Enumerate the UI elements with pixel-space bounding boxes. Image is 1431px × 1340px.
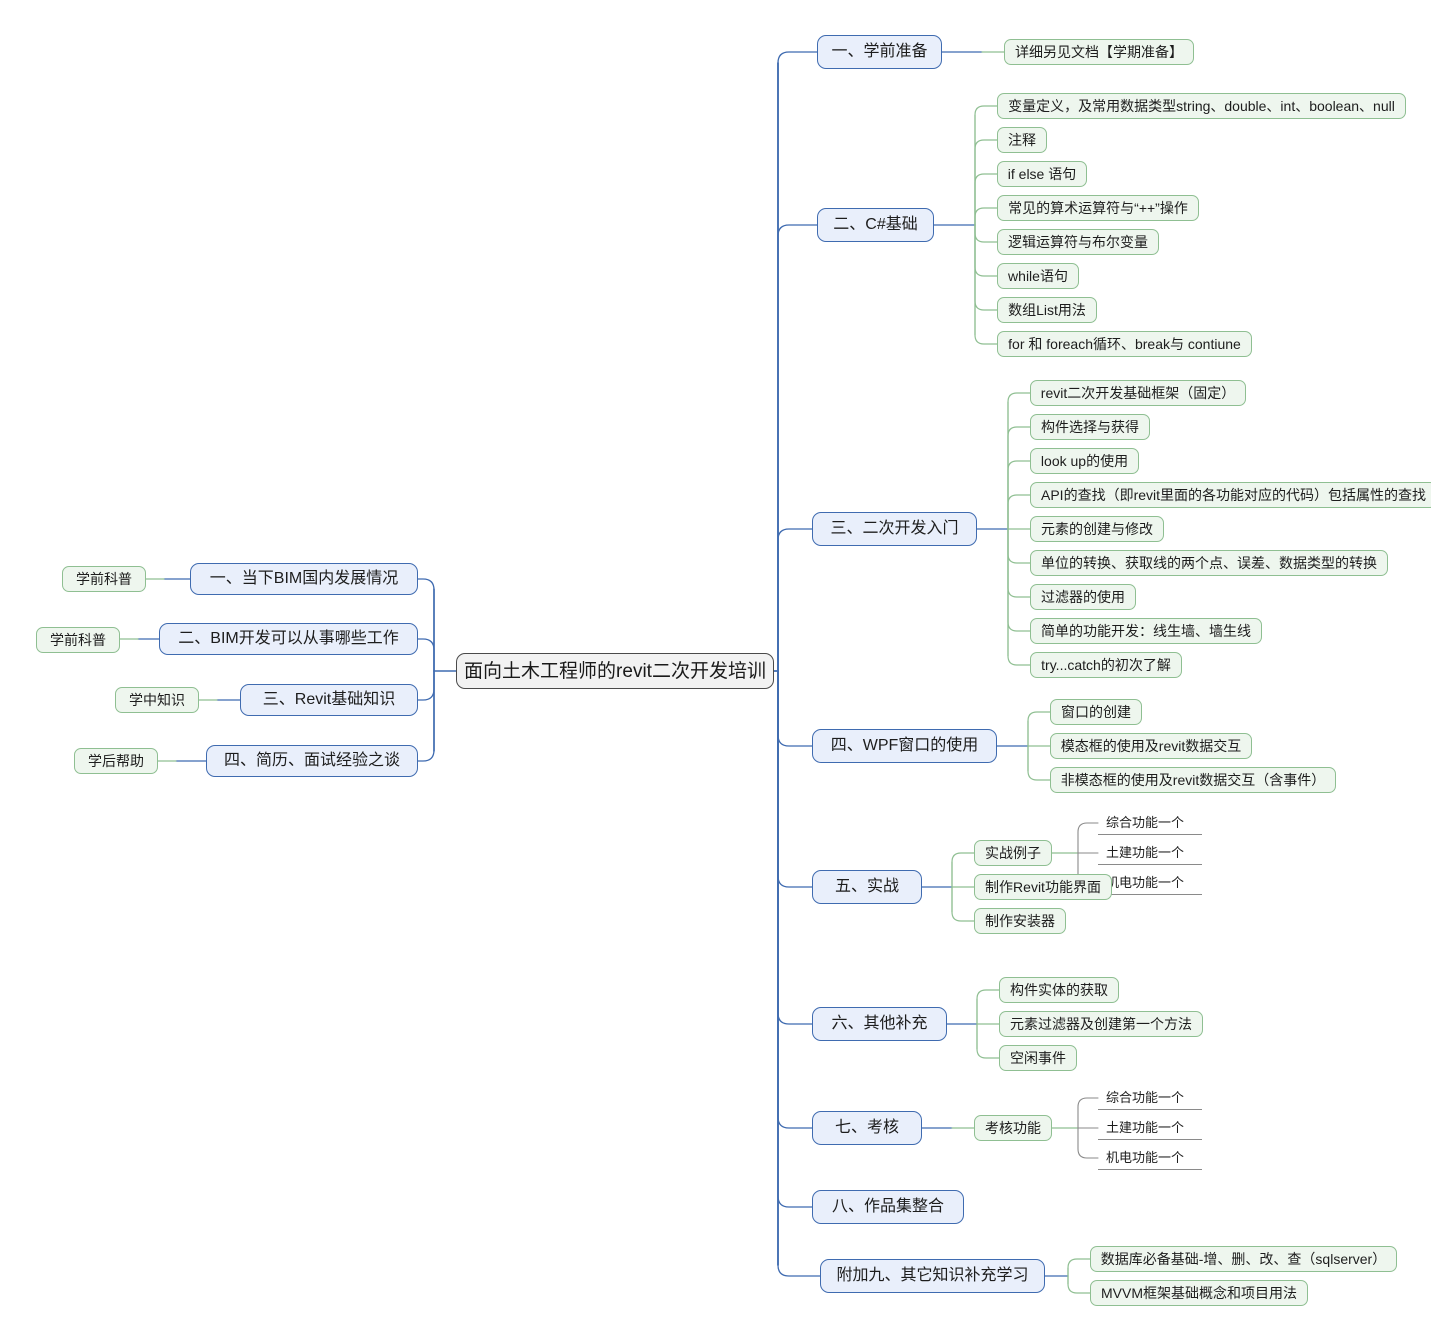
leaf-node-7-1-2[interactable]: 土建功能一个 [1098, 1116, 1202, 1140]
leaf-node-7-1-1[interactable]: 综合功能一个 [1098, 1086, 1202, 1110]
sub-node-3-9[interactable]: try...catch的初次了解 [1030, 652, 1182, 678]
sub-node-3-4[interactable]: API的查找（即revit里面的各功能对应的代码）包括属性的查找 [1030, 482, 1431, 508]
left-branch-tag-1[interactable]: 学前科普 [62, 566, 146, 592]
left-branch-node-3[interactable]: 三、Revit基础知识 [240, 684, 418, 716]
branch-node-9[interactable]: 附加九、其它知识补充学习 [820, 1259, 1045, 1293]
sub-node-3-5[interactable]: 元素的创建与修改 [1030, 516, 1164, 542]
sub-node-6-1[interactable]: 构件实体的获取 [999, 977, 1119, 1003]
sub-node-2-6[interactable]: while语句 [997, 263, 1079, 289]
branch-node-1[interactable]: 一、学前准备 [817, 35, 942, 69]
sub-node-4-2[interactable]: 模态框的使用及revit数据交互 [1050, 733, 1252, 759]
sub-node-5-1[interactable]: 实战例子 [974, 840, 1052, 866]
left-branch-node-1[interactable]: 一、当下BIM国内发展情况 [190, 563, 418, 595]
left-branch-tag-4[interactable]: 学后帮助 [74, 748, 158, 774]
sub-node-3-1[interactable]: revit二次开发基础框架（固定） [1030, 380, 1246, 406]
sub-node-6-3[interactable]: 空闲事件 [999, 1045, 1077, 1071]
sub-node-9-1[interactable]: 数据库必备基础-增、删、改、查（sqlserver） [1090, 1246, 1397, 1272]
root-node[interactable]: 面向土木工程师的revit二次开发培训 [456, 653, 774, 689]
branch-node-5[interactable]: 五、实战 [812, 870, 922, 904]
left-branch-tag-2[interactable]: 学前科普 [36, 627, 120, 653]
sub-node-1-1[interactable]: 详细另见文档【学期准备】 [1004, 39, 1194, 65]
leaf-node-7-1-3[interactable]: 机电功能一个 [1098, 1146, 1202, 1170]
sub-node-2-8[interactable]: for 和 foreach循环、break与 contiune [997, 331, 1252, 357]
sub-node-5-2[interactable]: 制作Revit功能界面 [974, 874, 1112, 900]
left-branch-node-4[interactable]: 四、简历、面试经验之谈 [206, 745, 418, 777]
sub-node-6-2[interactable]: 元素过滤器及创建第一个方法 [999, 1011, 1203, 1037]
left-branch-node-2[interactable]: 二、BIM开发可以从事哪些工作 [159, 623, 418, 655]
leaf-node-5-1-1[interactable]: 综合功能一个 [1098, 811, 1202, 835]
branch-node-7[interactable]: 七、考核 [812, 1111, 922, 1145]
sub-node-3-2[interactable]: 构件选择与获得 [1030, 414, 1150, 440]
leaf-node-5-1-3[interactable]: 机电功能一个 [1098, 871, 1202, 895]
sub-node-2-2[interactable]: 注释 [997, 127, 1047, 153]
branch-node-8[interactable]: 八、作品集整合 [812, 1190, 964, 1224]
sub-node-7-1[interactable]: 考核功能 [974, 1115, 1052, 1141]
sub-node-3-8[interactable]: 简单的功能开发：线生墙、墙生线 [1030, 618, 1262, 644]
sub-node-9-2[interactable]: MVVM框架基础概念和项目用法 [1090, 1280, 1308, 1306]
sub-node-4-3[interactable]: 非模态框的使用及revit数据交互（含事件） [1050, 767, 1336, 793]
branch-node-2[interactable]: 二、C#基础 [817, 208, 934, 242]
sub-node-2-3[interactable]: if else 语句 [997, 161, 1087, 187]
sub-node-3-3[interactable]: look up的使用 [1030, 448, 1139, 474]
left-branch-tag-3[interactable]: 学中知识 [115, 687, 199, 713]
branch-node-3[interactable]: 三、二次开发入门 [812, 512, 977, 546]
sub-node-5-3[interactable]: 制作安装器 [974, 908, 1066, 934]
leaf-node-5-1-2[interactable]: 土建功能一个 [1098, 841, 1202, 865]
sub-node-3-6[interactable]: 单位的转换、获取线的两个点、误差、数据类型的转换 [1030, 550, 1388, 576]
branch-node-4[interactable]: 四、WPF窗口的使用 [812, 729, 997, 763]
branch-node-6[interactable]: 六、其他补充 [812, 1007, 947, 1041]
sub-node-2-5[interactable]: 逻辑运算符与布尔变量 [997, 229, 1159, 255]
sub-node-3-7[interactable]: 过滤器的使用 [1030, 584, 1136, 610]
sub-node-2-1[interactable]: 变量定义，及常用数据类型string、double、int、boolean、nu… [997, 93, 1406, 119]
sub-node-4-1[interactable]: 窗口的创建 [1050, 699, 1142, 725]
sub-node-2-7[interactable]: 数组List用法 [997, 297, 1097, 323]
sub-node-2-4[interactable]: 常见的算术运算符与“++”操作 [997, 195, 1199, 221]
